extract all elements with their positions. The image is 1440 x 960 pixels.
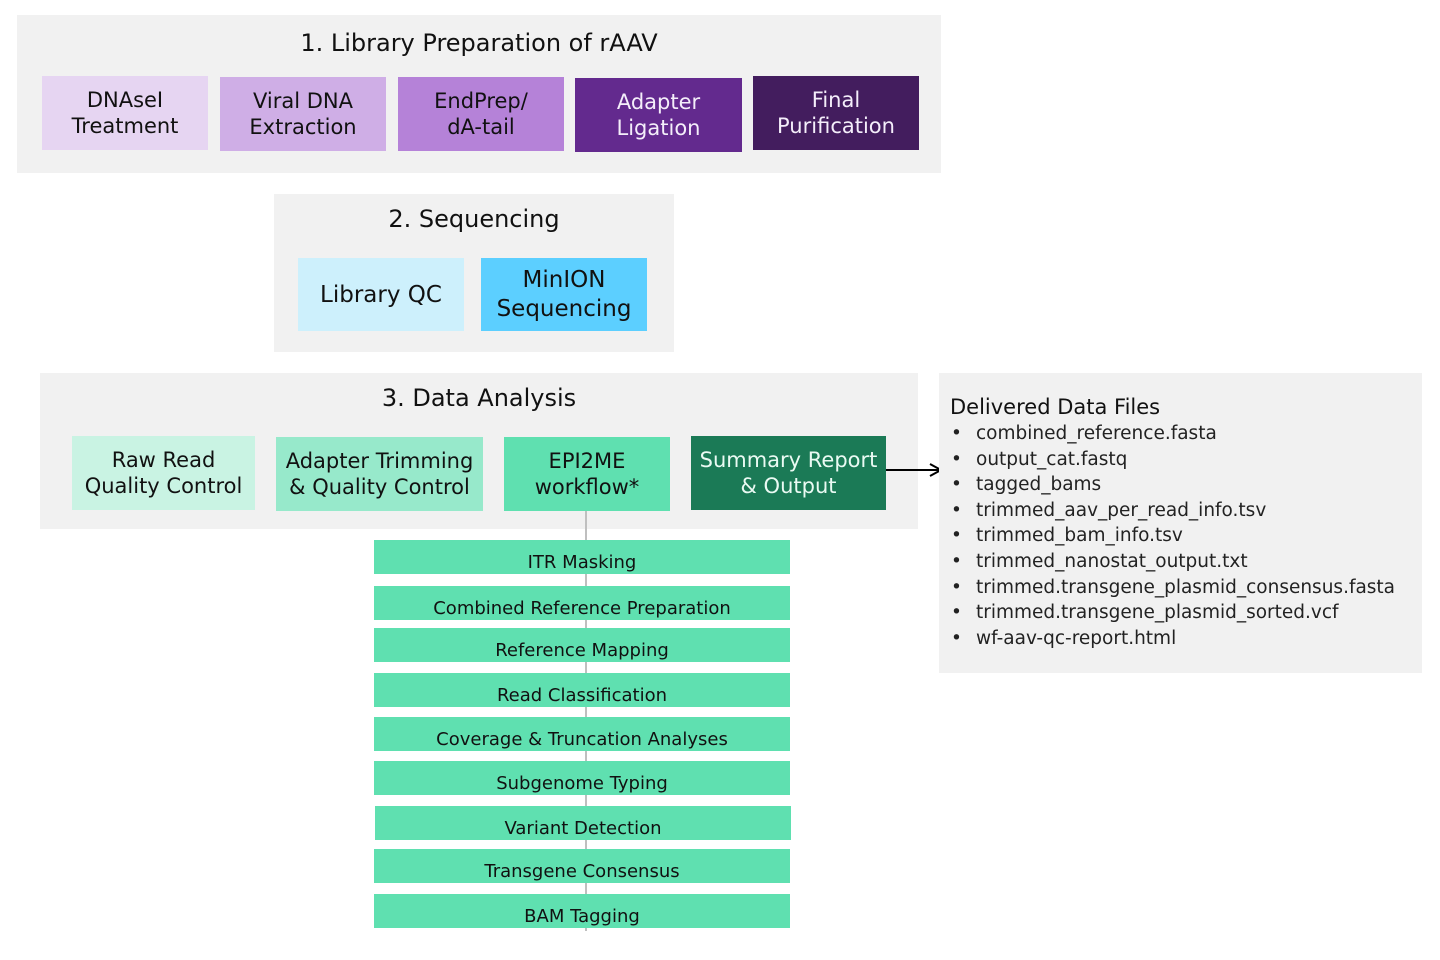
bullet-icon: • bbox=[951, 602, 962, 624]
bullet-icon: • bbox=[951, 448, 962, 470]
file-name: wf-aav-qc-report.html bbox=[976, 627, 1177, 649]
delivered-files-panel: Delivered Data Files • combined_reference… bbox=[939, 373, 1422, 673]
file-item: • combined_reference.fasta bbox=[939, 421, 1395, 447]
step-epi2me-workflow: EPI2ME workflow* bbox=[504, 437, 670, 511]
file-item: • trimmed_aav_per_read_info.tsv bbox=[939, 498, 1395, 524]
file-item: • trimmed_bam_info.tsv bbox=[939, 523, 1395, 549]
sequencing-title: 2. Sequencing bbox=[388, 205, 560, 233]
workflow-step-combined-reference-preparation: Combined Reference Preparation bbox=[374, 586, 790, 620]
library-preparation-panel: 1. Library Preparation of rAAV DNAseI Tr… bbox=[17, 15, 941, 173]
sequencing-panel: 2. Sequencing Library QC MinION Sequenci… bbox=[274, 194, 674, 352]
file-name: trimmed_nanostat_output.txt bbox=[976, 550, 1248, 572]
data-analysis-title: 3. Data Analysis bbox=[381, 384, 577, 412]
step-adapter-ligation: Adapter Ligation bbox=[575, 78, 742, 152]
workflow-step-itr-masking: ITR Masking bbox=[374, 540, 790, 574]
bullet-icon: • bbox=[951, 525, 962, 547]
library-preparation-title: 1. Library Preparation of rAAV bbox=[300, 29, 658, 57]
file-item: • trimmed.transgene_plasmid_consensus.fas… bbox=[939, 575, 1395, 601]
file-name: trimmed_aav_per_read_info.tsv bbox=[976, 499, 1267, 521]
file-name: combined_reference.fasta bbox=[976, 423, 1217, 444]
step-summary-report-output: Summary Report & Output bbox=[691, 436, 886, 510]
file-name: trimmed_bam_info.tsv bbox=[976, 525, 1183, 547]
step-library-qc: Library QC bbox=[298, 258, 464, 331]
file-item: • trimmed_nanostat_output.txt bbox=[939, 549, 1395, 575]
data-analysis-panel: 3. Data Analysis Raw Read Quality Contro… bbox=[40, 373, 918, 529]
workflow-step-read-classification: Read Classification bbox=[374, 673, 790, 707]
bullet-icon: • bbox=[951, 423, 962, 444]
step-viral-dna-extraction: Viral DNA Extraction bbox=[220, 77, 386, 151]
step-minion-sequencing: MinION Sequencing bbox=[481, 258, 647, 331]
step-raw-read-qc: Raw Read Quality Control bbox=[72, 436, 255, 510]
workflow-step-bam-tagging: BAM Tagging bbox=[374, 894, 790, 928]
bullet-icon: • bbox=[951, 576, 962, 598]
bullet-icon: • bbox=[951, 474, 962, 496]
file-name: trimmed.transgene_plasmid_sorted.vcf bbox=[976, 602, 1339, 624]
workflow-step-transgene-consensus: Transgene Consensus bbox=[374, 849, 790, 883]
step-endprep-da-tail: EndPrep/ dA-tail bbox=[398, 77, 564, 151]
bullet-icon: • bbox=[951, 499, 962, 521]
workflow-step-reference-mapping: Reference Mapping bbox=[374, 628, 790, 662]
file-name: output_cat.fastq bbox=[976, 448, 1128, 470]
workflow-step-coverage-truncation: Coverage & Truncation Analyses bbox=[374, 717, 790, 751]
step-final-purification: Final Purification bbox=[753, 76, 919, 150]
bullet-icon: • bbox=[951, 627, 962, 649]
step-dnase-treatment: DNAseI Treatment bbox=[42, 76, 208, 150]
file-item: • wf-aav-qc-report.html bbox=[939, 626, 1395, 652]
file-item: • trimmed.transgene_plasmid_sorted.vcf bbox=[939, 600, 1395, 626]
workflow-step-subgenome-typing: Subgenome Typing bbox=[374, 761, 790, 795]
file-name: trimmed.transgene_plasmid_consensus.fast… bbox=[976, 576, 1396, 598]
bullet-icon: • bbox=[951, 550, 962, 572]
file-name: tagged_bams bbox=[976, 474, 1102, 496]
workflow-step-variant-detection: Variant Detection bbox=[375, 806, 791, 840]
step-adapter-trimming-qc: Adapter Trimming & Quality Control bbox=[276, 437, 483, 511]
delivered-files-title: Delivered Data Files bbox=[950, 395, 1161, 419]
delivered-files-list: • combined_reference.fasta • output_cat.fa… bbox=[939, 421, 1395, 651]
file-item: • tagged_bams bbox=[939, 472, 1395, 498]
arrow-to-delivered-files-icon bbox=[886, 463, 944, 477]
file-item: • output_cat.fastq bbox=[939, 447, 1395, 473]
